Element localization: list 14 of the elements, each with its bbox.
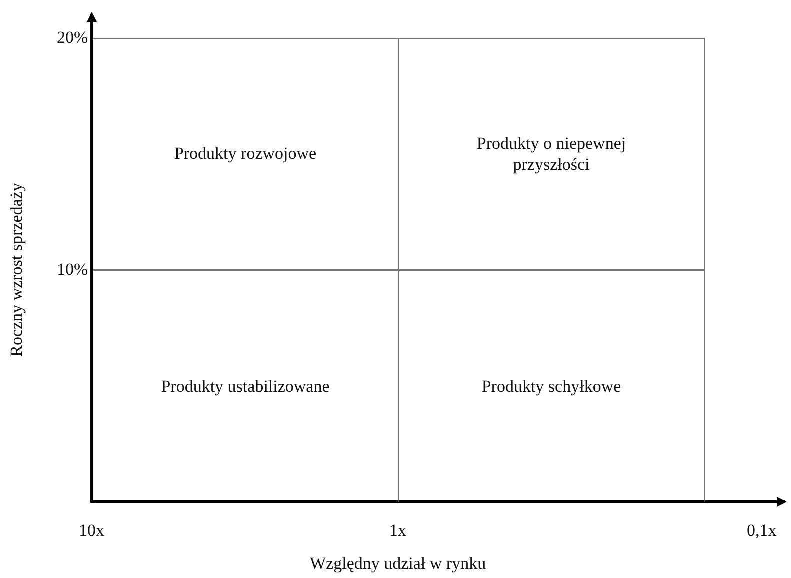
axis-title: Względny udział w rynku — [310, 554, 486, 574]
tick-label: 10% — [57, 260, 88, 280]
axis-title: Roczny wzrost sprzedaży — [6, 183, 27, 357]
tick-label: 20% — [57, 28, 88, 48]
tick-label: 1x — [390, 521, 406, 541]
quadrant-cell — [398, 270, 705, 502]
tick-label: 10x — [79, 521, 104, 541]
quadrant-label: Produkty schyłkowe — [482, 376, 622, 398]
quadrant-cell — [398, 38, 705, 270]
quadrant-cell — [93, 38, 399, 270]
tick-label: 0,1x — [747, 521, 777, 541]
quadrant-label: Produkty rozwojowe — [174, 143, 317, 165]
quadrant-label: Produkty ustabilizowane — [161, 376, 330, 398]
quadrant-label: Produkty o niepewnej przyszłości — [476, 132, 628, 176]
